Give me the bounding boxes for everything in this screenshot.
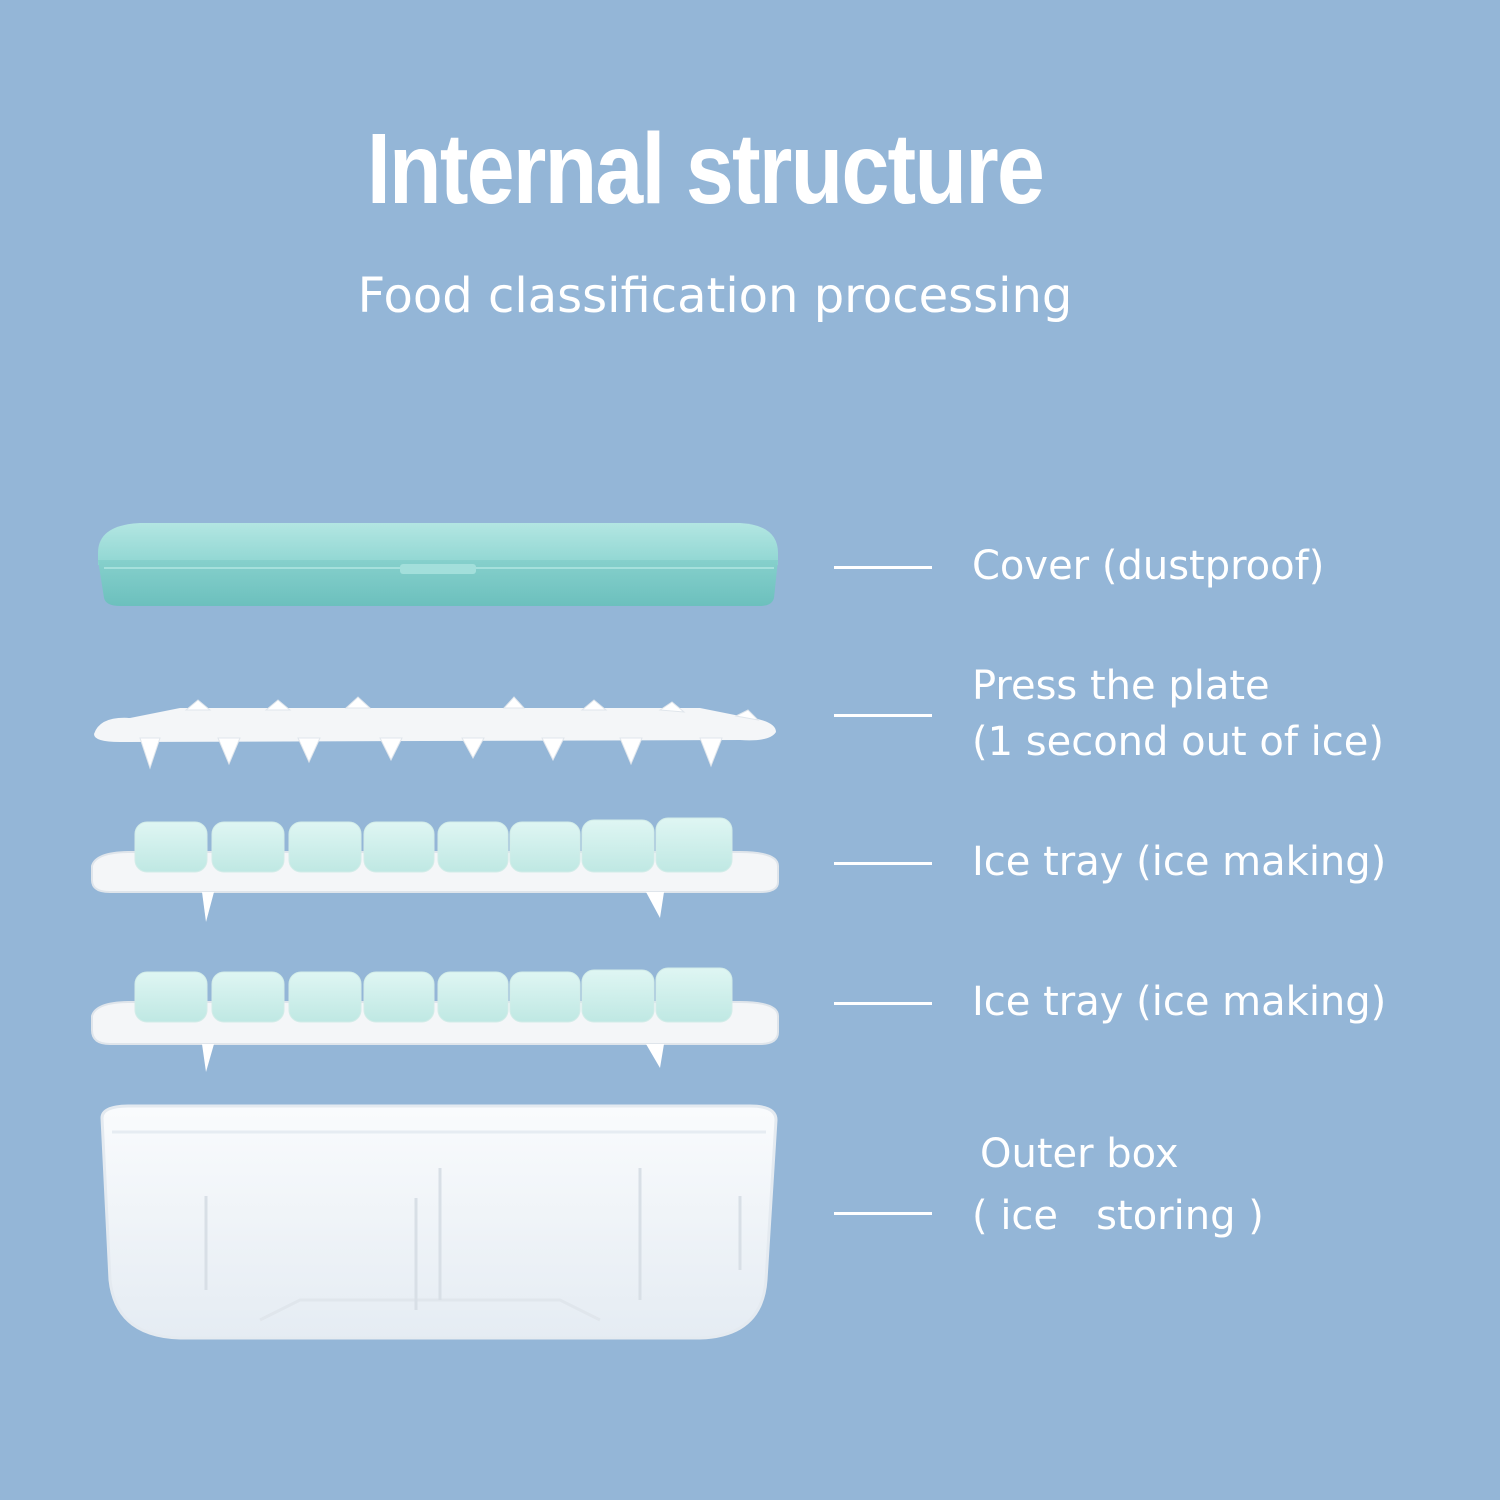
page-title: Internal structure	[366, 113, 1045, 225]
cover-part	[98, 523, 778, 606]
ice-tray-part-2	[91, 967, 779, 1072]
ice-tray-part-1	[91, 817, 779, 922]
connector-line-outer-box	[834, 1212, 932, 1215]
label-press-plate: Press the plate	[972, 663, 1270, 709]
label-ice-tray-2: Ice tray (ice making)	[972, 979, 1387, 1025]
connector-line-ice-tray-1	[834, 862, 932, 865]
press-plate-part	[94, 696, 776, 770]
label-outer-box-detail: ( ice storing )	[972, 1193, 1264, 1239]
label-outer-box: Outer box	[980, 1131, 1179, 1177]
page-subtitle: Food classification processing	[357, 268, 1073, 324]
label-ice-tray-1: Ice tray (ice making)	[972, 839, 1387, 885]
label-cover: Cover (dustproof)	[972, 543, 1325, 589]
label-press-plate-detail: (1 second out of ice)	[972, 719, 1384, 765]
connector-line-ice-tray-2	[834, 1002, 932, 1005]
outer-box-part	[100, 1104, 778, 1340]
connector-line-cover	[834, 566, 932, 569]
connector-line-press-plate	[834, 714, 932, 717]
